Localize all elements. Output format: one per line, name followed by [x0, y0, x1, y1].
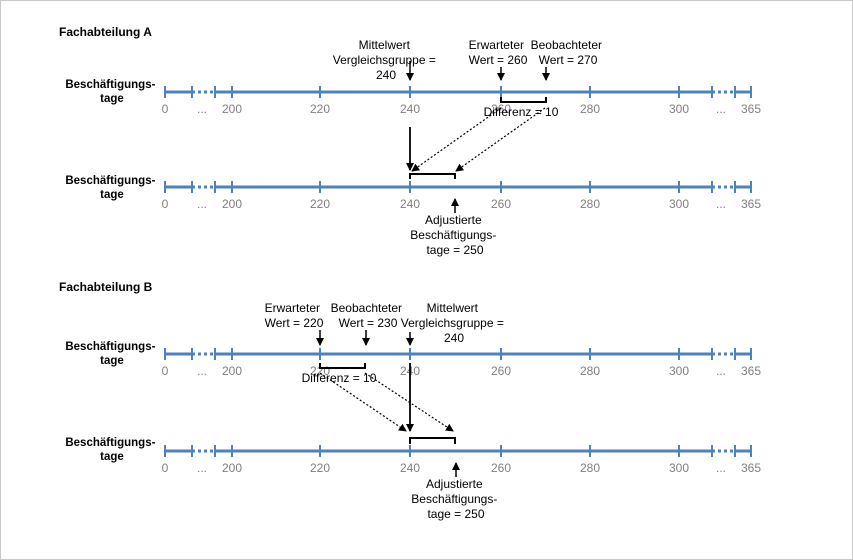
section-b-mean-label: Mittelwert Vergleichsgruppe = 240 [401, 301, 507, 345]
section-b-title: Fachabteilung B [59, 280, 153, 294]
section-b-top-tick-label: 300 [669, 364, 689, 378]
section-b-top-tick-label: 280 [580, 364, 600, 378]
section-a-top-tick-label: 200 [222, 102, 242, 116]
section-b-difference-bracket [319, 363, 366, 369]
section-b-axis-top-title: Beschäftigungs- tage [65, 341, 158, 367]
section-b-top-tick-label: 0 [162, 364, 169, 378]
section-b-bottom-tick-label: 220 [310, 461, 330, 475]
section-a-bottom-tick-label: 200 [222, 197, 242, 211]
section-b-top-tick-label: 260 [491, 364, 511, 378]
section-a-shift-arrow-expected [411, 107, 502, 172]
section-b-adjusted-label: Adjustierte Beschäftigungs- tage = 250 [411, 477, 500, 521]
section-a-top-tick-label: 280 [580, 102, 600, 116]
section-a-top-tick-label: 300 [669, 102, 689, 116]
section-a-top-tick-label: 220 [310, 102, 330, 116]
section-a-axis-top-title: Beschäftigungs- tage [65, 79, 158, 105]
section-a-top-tick-label: 0 [162, 102, 169, 116]
section-a-top-tick-label: 365 [741, 102, 761, 116]
section-b-top-tick-label: ... [716, 364, 726, 378]
section-a-bottom-tick-label: 220 [310, 197, 330, 211]
section-a-bottom-tick-label: ... [197, 197, 207, 211]
section-a-top-tick-label: 260 [491, 102, 511, 116]
section-a-bottom-tick-label: 240 [400, 197, 420, 211]
section-b-shift-arrow-observed [364, 372, 454, 432]
section-a-adjusted-label: Adjustierte Beschäftigungs- tage = 250 [410, 213, 499, 257]
section-b-bottom-tick-label: ... [716, 461, 726, 475]
section-a-bottom-tick-label: 300 [669, 197, 689, 211]
section-a-adjusted-bracket [409, 173, 456, 179]
section-b-adjusted-bracket [409, 437, 456, 444]
section-a-difference-bracket [500, 97, 547, 103]
section-a-bottom-tick-label: 260 [491, 197, 511, 211]
section-b-top-tick-label: 200 [222, 364, 242, 378]
section-b-bottom-tick-label: 200 [222, 461, 242, 475]
section-b-bottom-tick-label: 365 [741, 461, 761, 475]
section-a-expected-label: Erwarteter Wert = 260 [469, 38, 528, 67]
section-a-bottom-tick-label: ... [716, 197, 726, 211]
section-b-top-tick-label: ... [197, 364, 207, 378]
section-b-expected-label: Erwarteter Wert = 220 [265, 301, 324, 330]
section-b-difference-label: Differenz = 10 [302, 371, 377, 385]
section-b-shift-arrow-expected [319, 372, 407, 432]
section-a-top-tick-label: ... [197, 102, 207, 116]
section-b-bottom-tick-label: 280 [580, 461, 600, 475]
section-a-axis-top: 0... 200 220 240 260 280 300... 365 [162, 86, 761, 116]
section-b-bottom-tick-label: ... [197, 461, 207, 475]
section-a-axis-bottom-title: Beschäftigungs- tage [65, 175, 158, 201]
section-b-bottom-tick-label: 260 [491, 461, 511, 475]
section-a-bottom-tick-label: 280 [580, 197, 600, 211]
section-b-observed-label: Beobachteter Wert = 230 [331, 301, 406, 330]
section-a-observed-label: Beobachteter Wert = 270 [531, 38, 606, 67]
section-a-bottom-tick-label: 0 [162, 197, 169, 211]
section-b-bottom-tick-label: 240 [400, 461, 420, 475]
section-a-top-tick-label: ... [716, 102, 726, 116]
section-a-mean-label: Mittelwert Vergleichsgruppe = 240 [333, 38, 439, 82]
section-a-difference-label: Differenz = 10 [484, 105, 559, 119]
section-b-axis-bottom-title: Beschäftigungs- tage [65, 437, 158, 463]
section-b-bottom-tick-label: 300 [669, 461, 689, 475]
section-a-bottom-tick-label: 365 [741, 197, 761, 211]
section-a-top-tick-label: 240 [400, 102, 420, 116]
section-a-title: Fachabteilung A [59, 25, 152, 39]
section-b-bottom-tick-label: 0 [162, 461, 169, 475]
section-a-axis-bottom: 0... 200 220 240 260 280 300... 365 [162, 181, 761, 211]
section-b-top-tick-label: 365 [741, 364, 761, 378]
section-b-axis-bottom: 0... 200 220 240 260 280 300... 365 [162, 445, 761, 475]
